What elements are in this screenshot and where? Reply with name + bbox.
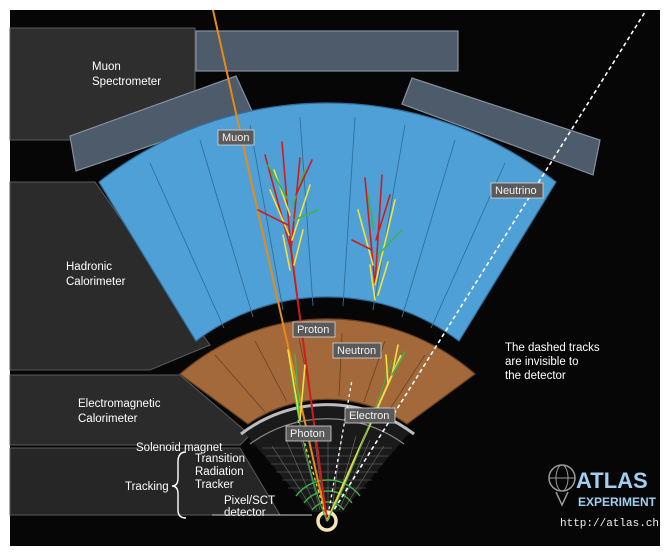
jet-shower-right: [351, 174, 403, 301]
label-solenoid-magnet: Solenoid magnet: [136, 442, 223, 454]
tracking-brace: [171, 451, 187, 519]
particle-tags: Muon Neutrino Proton Neutron Electron Ph…: [217, 129, 544, 442]
atlas-logo: ATLAS EXPERIMENT http://atlas.ch: [548, 464, 659, 530]
logo-url: http://atlas.ch: [560, 518, 659, 530]
charged-track-left: [288, 359, 328, 522]
tag-neutrino: Neutrino: [495, 185, 537, 197]
em-showers: [287, 344, 406, 421]
layer-side-panels: [9, 27, 281, 516]
tag-muon: Muon: [222, 132, 250, 144]
logo-subtitle: EXPERIMENT: [578, 495, 657, 509]
interaction-point: [316, 510, 338, 532]
neutrino-track: [326, 11, 646, 522]
pixel-sct-layers: [295, 479, 361, 511]
tag-neutron: Neutron: [337, 345, 376, 357]
charged-track-right: [326, 359, 393, 522]
tag-electron: Electron: [349, 410, 389, 422]
proton-track: [290, 249, 328, 522]
tag-proton: Proton: [297, 324, 329, 336]
logo-name: ATLAS: [576, 468, 648, 493]
tag-photon: Photon: [290, 428, 325, 440]
jet-shower-left: [257, 141, 319, 271]
muon-spectrometer-chambers: [69, 30, 601, 176]
label-tracking: Tracking: [125, 481, 169, 493]
hadronic-calorimeter: [98, 102, 557, 342]
